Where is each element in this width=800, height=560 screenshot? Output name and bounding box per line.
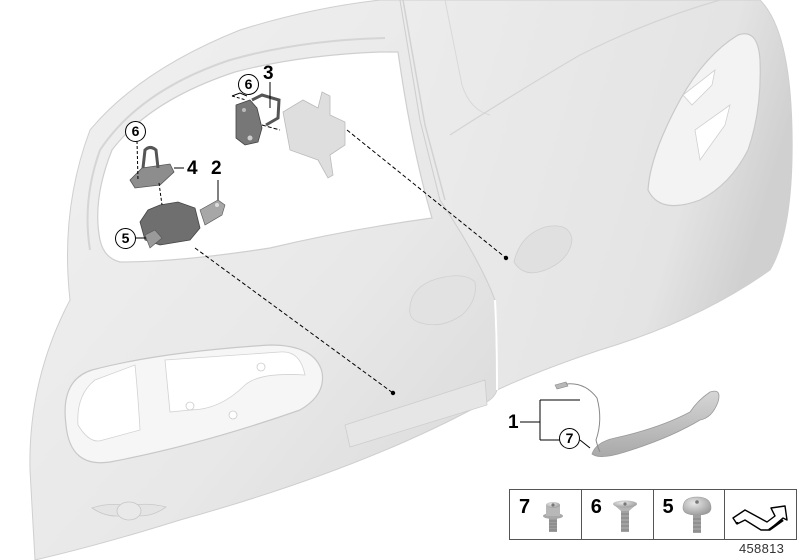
attach-point-icon [503,255,509,261]
legend-label: 5 [662,496,674,518]
diagram-number: 458813 [739,541,785,556]
callout-1[interactable]: 1 [508,412,519,433]
outer-handle-part [554,381,720,457]
callout-4[interactable]: 4 [187,158,198,179]
brand-emblem-icon [91,501,167,521]
left-door-panel [29,0,498,560]
legend-cell-direction[interactable] [725,490,796,539]
lower-striker-part [129,146,175,189]
callout-6-upper[interactable]: 6 [238,74,259,95]
right-door-panel [399,0,793,391]
vehicle-direction-arrow-icon [732,505,788,532]
torx-flange-bolt-icon [543,502,563,532]
upper-striker-part [235,93,281,146]
attach-point-icon [390,390,396,396]
legend-cell-7[interactable]: 7 [510,490,582,539]
legend-label: 7 [519,496,531,518]
torx-countersunk-screw-icon [612,500,637,532]
torx-pan-head-screw-icon [682,496,711,533]
callout-7[interactable]: 7 [559,428,580,449]
callout-3[interactable]: 3 [263,63,274,84]
legend-cell-5[interactable]: 5 [654,490,726,539]
upper-lock-mechanism [282,91,346,179]
callout-2[interactable]: 2 [211,158,222,179]
callout-5[interactable]: 5 [115,228,136,249]
fastener-legend: 7 6 5 [509,489,797,540]
leader-lines [133,82,591,449]
callout-6-lower[interactable]: 6 [125,121,146,142]
legend-label: 6 [590,496,602,518]
lock-actuator-part [139,199,226,249]
legend-cell-6[interactable]: 6 [582,490,654,539]
